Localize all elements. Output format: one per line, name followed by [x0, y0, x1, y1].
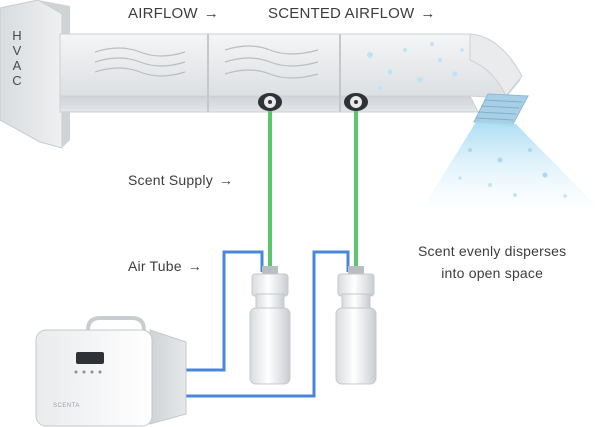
scent-supply-label: Scent Supply →	[128, 172, 233, 188]
airflow-label: AIRFLOW →	[128, 5, 219, 22]
air-tube-lines	[186, 250, 350, 398]
hvac-letter: A	[12, 58, 22, 73]
scent-mist	[420, 122, 600, 212]
scent-machine	[35, 316, 187, 427]
arrow-right-icon: →	[187, 258, 202, 274]
scented-airflow-label: SCENTED AIRFLOW →	[268, 5, 436, 22]
scent-cartridge	[249, 266, 291, 385]
airflow-text: AIRFLOW	[128, 5, 198, 22]
hvac-letter: H	[12, 28, 22, 43]
fan-icon	[344, 93, 368, 111]
ceiling-vent	[473, 93, 529, 127]
scented-airflow-text: SCENTED AIRFLOW	[268, 5, 415, 22]
fan-icon	[258, 93, 282, 111]
scent-particles	[367, 42, 464, 90]
machine-brand-logo: SCENTA	[53, 403, 80, 409]
hvac-letter: C	[12, 73, 22, 88]
scent-supply-text: Scent Supply	[128, 172, 213, 188]
hvac-label: H V A C	[10, 28, 24, 88]
scent-supply-lines	[268, 111, 358, 266]
scent-cartridge	[335, 266, 377, 385]
disperse-line-1: Scent evenly disperses	[418, 243, 567, 259]
hvac-letter: V	[12, 43, 22, 58]
air-tube-text: Air Tube	[128, 258, 182, 274]
arrow-right-icon: →	[420, 5, 436, 22]
arrow-right-icon: →	[203, 5, 219, 22]
airflow-lines	[94, 45, 319, 79]
air-tube-label: Air Tube →	[128, 258, 202, 274]
arrow-right-icon: →	[218, 172, 234, 188]
disperse-caption: Scent evenly disperses into open space	[418, 240, 566, 284]
disperse-line-2: into open space	[441, 265, 544, 281]
